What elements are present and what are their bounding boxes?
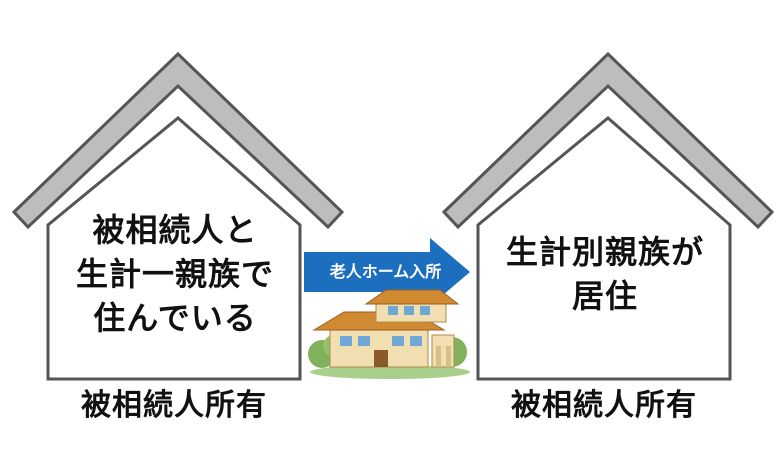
left-house-line-1: 被相続人と: [50, 208, 300, 252]
left-house-text: 被相続人と 生計一親族で 住んでいる: [50, 208, 300, 340]
left-owner-label: 被相続人所有: [24, 388, 324, 424]
left-house-line-3: 住んでいる: [50, 296, 300, 340]
right-house-line-1: 生計別親族が: [480, 230, 730, 274]
nursing-home-building-icon: [308, 290, 470, 379]
arrow-label: 老人ホーム入所: [303, 258, 468, 286]
right-house: [444, 54, 772, 379]
left-house-line-2: 生計一親族で: [50, 252, 300, 296]
right-owner-label: 被相続人所有: [454, 388, 754, 424]
right-house-line-2: 居住: [480, 274, 730, 318]
right-house-text: 生計別親族が 居住: [480, 230, 730, 318]
